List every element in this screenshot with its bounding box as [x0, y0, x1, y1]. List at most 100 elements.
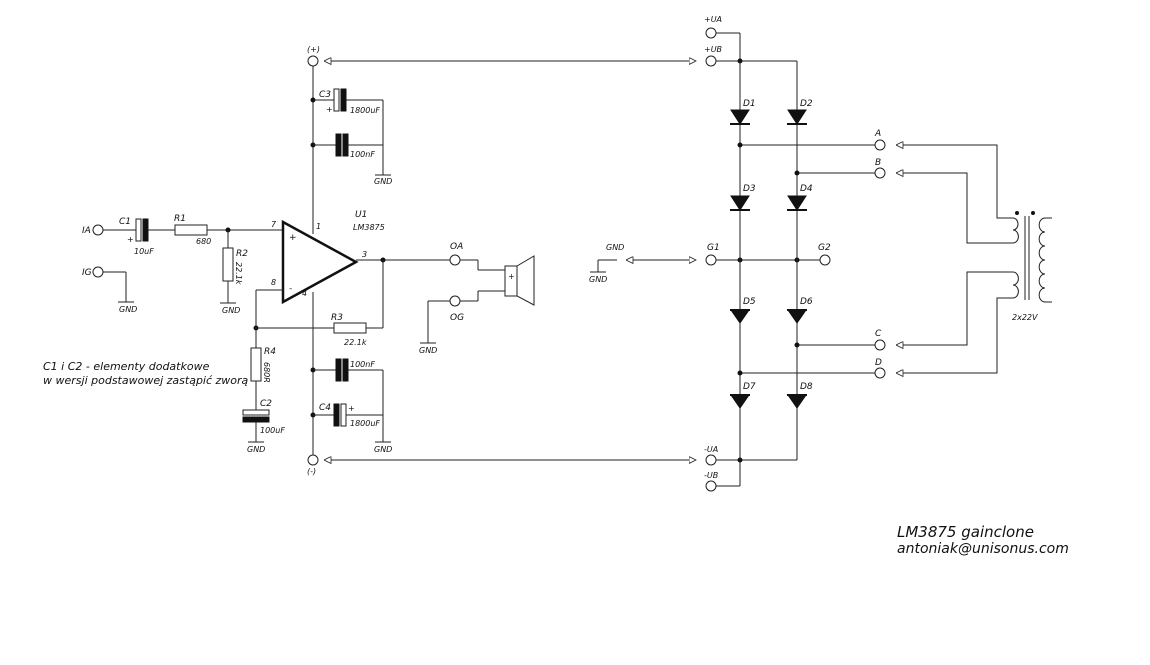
resistor-r4: R4 680R: [250, 347, 276, 383]
u1-pin1: 1: [316, 222, 321, 231]
diode-d6: D6: [787, 297, 813, 324]
diode-d4: D4: [787, 184, 813, 211]
c2-ref: C2: [260, 399, 272, 409]
terminal-ig: [92, 266, 104, 278]
u1-minus: -: [289, 284, 292, 294]
terminal-c: [874, 339, 886, 351]
ua-plus-label: +UA: [704, 15, 722, 24]
terminal-ia: [92, 224, 104, 236]
speaker-icon: +: [460, 255, 535, 306]
terminal-b: [874, 167, 886, 179]
u1-pin3: 3: [362, 250, 367, 259]
gnd-in-gnd: GND: [589, 275, 607, 284]
capacitor-c3: C3 + 1800uF: [319, 88, 380, 115]
diode-d1: D1: [730, 99, 756, 125]
diode-d2: D2: [787, 99, 813, 125]
resistor-r3: R3 22.1k: [331, 313, 367, 347]
c3-ref: C3: [319, 90, 331, 100]
g2-label: G2: [818, 243, 831, 253]
terminal-a: [874, 139, 886, 151]
output-section: R3 22.1k R4 680R C2 100uF GND OA OG: [242, 242, 535, 454]
supply-decoupling: (+) C3 + 1800uF 100nF GND: [307, 45, 392, 476]
c2-gnd: GND: [247, 445, 265, 454]
capacitor-c2: C2 100uF: [242, 399, 285, 435]
svg-text:D2: D2: [800, 99, 813, 109]
gnd-in-label: GND: [606, 243, 624, 252]
terminal-vplus: [307, 55, 319, 67]
terminal-oa-label: OA: [450, 242, 463, 252]
notes: C1 i C2 - elementy dodatkowe w wersji po…: [43, 360, 249, 387]
u1-part: LM3875: [353, 223, 385, 232]
ig-gnd: GND: [119, 305, 137, 314]
note-line-2: w wersji podstawowej zastąpić zworą: [43, 374, 249, 387]
og-gnd: GND: [419, 346, 437, 355]
terminal-vminus: [307, 454, 319, 466]
c2-value: 100uF: [260, 426, 285, 435]
capacitor-100nf-top: 100nF: [335, 133, 375, 159]
ub-minus-label: -UB: [704, 471, 718, 480]
r4-ref: R4: [264, 347, 276, 357]
opamp-u1: U1 LM3875 + - 7 8 3 1 4: [271, 210, 385, 305]
title-block: LM3875 gainclone antoniak@unisonus.com: [897, 523, 1069, 557]
c3-value: 1800uF: [350, 106, 380, 115]
vminus-label: (-): [307, 467, 316, 476]
transformer-rating: 2x22V: [1012, 313, 1038, 322]
vplus-label: (+): [307, 45, 320, 54]
diode-d7: D7: [730, 382, 756, 409]
r1-ref: R1: [174, 214, 186, 224]
r3-ref: R3: [331, 313, 343, 323]
speaker-sign: +: [508, 272, 515, 281]
u1-pin4: 4: [302, 289, 307, 298]
ub-plus-label: +UB: [704, 45, 722, 54]
r1-value: 680: [196, 237, 211, 246]
r2-gnd: GND: [222, 306, 240, 315]
terminal-g1: [705, 254, 717, 266]
resistor-r1: R1 680: [174, 214, 211, 246]
terminal-ub-plus: [705, 55, 717, 67]
r4-value: 680R: [262, 362, 271, 383]
terminal-og: [449, 295, 461, 307]
diode-d5: D5: [730, 297, 756, 324]
u1-pin7: 7: [271, 220, 277, 229]
resistor-r2: R2 22.1k: [222, 247, 248, 285]
c3-gnd: GND: [374, 177, 392, 186]
svg-text:D4: D4: [800, 184, 813, 194]
terminal-a-label: A: [874, 129, 881, 139]
ua-minus-label: -UA: [704, 445, 718, 454]
c1-sign: +: [127, 235, 134, 244]
r3-value: 22.1k: [344, 338, 367, 347]
r2-ref: R2: [236, 249, 248, 259]
u1-pin8: 8: [271, 278, 276, 287]
svg-text:D3: D3: [743, 184, 756, 194]
terminal-ub-minus: [705, 480, 717, 492]
terminal-g2: [819, 254, 831, 266]
c4-ref: C4: [319, 403, 331, 413]
terminal-ig-label: IG: [82, 268, 92, 278]
input-section: IA C1 + 10uF R1 680 R2 22.1k GND IG: [82, 214, 283, 315]
terminal-ua-plus: [705, 27, 717, 39]
capacitor-c4: C4 + 1800uF: [319, 403, 380, 428]
author-email: antoniak@unisonus.com: [897, 541, 1069, 557]
c4-gnd: GND: [374, 445, 392, 454]
terminal-oa: [449, 254, 461, 266]
terminal-b-label: B: [875, 158, 881, 168]
c1-value: 10uF: [134, 247, 154, 256]
c4-value: 1800uF: [350, 419, 380, 428]
r2-value: 22.1k: [234, 262, 243, 285]
terminal-d-label: D: [875, 358, 882, 368]
c3b-value: 100nF: [350, 150, 375, 159]
terminal-ua-minus: [705, 454, 717, 466]
svg-text:D7: D7: [743, 382, 756, 392]
svg-text:D1: D1: [743, 99, 756, 109]
svg-text:D8: D8: [800, 382, 813, 392]
u1-plus: +: [289, 233, 297, 243]
capacitor-c1: C1 + 10uF: [119, 217, 154, 256]
diagram-title: LM3875 gainclone: [897, 523, 1034, 541]
gnd-input: GND GND: [589, 243, 624, 284]
terminal-og-label: OG: [450, 313, 464, 323]
diode-d8: D8: [787, 382, 813, 409]
rectifier-bridge: +UA +UB G1 G2 -UA -UB: [704, 15, 1013, 492]
note-line-1: C1 i C2 - elementy dodatkowe: [43, 360, 210, 373]
svg-text:D5: D5: [743, 297, 756, 307]
connection-arrows: [325, 61, 696, 460]
